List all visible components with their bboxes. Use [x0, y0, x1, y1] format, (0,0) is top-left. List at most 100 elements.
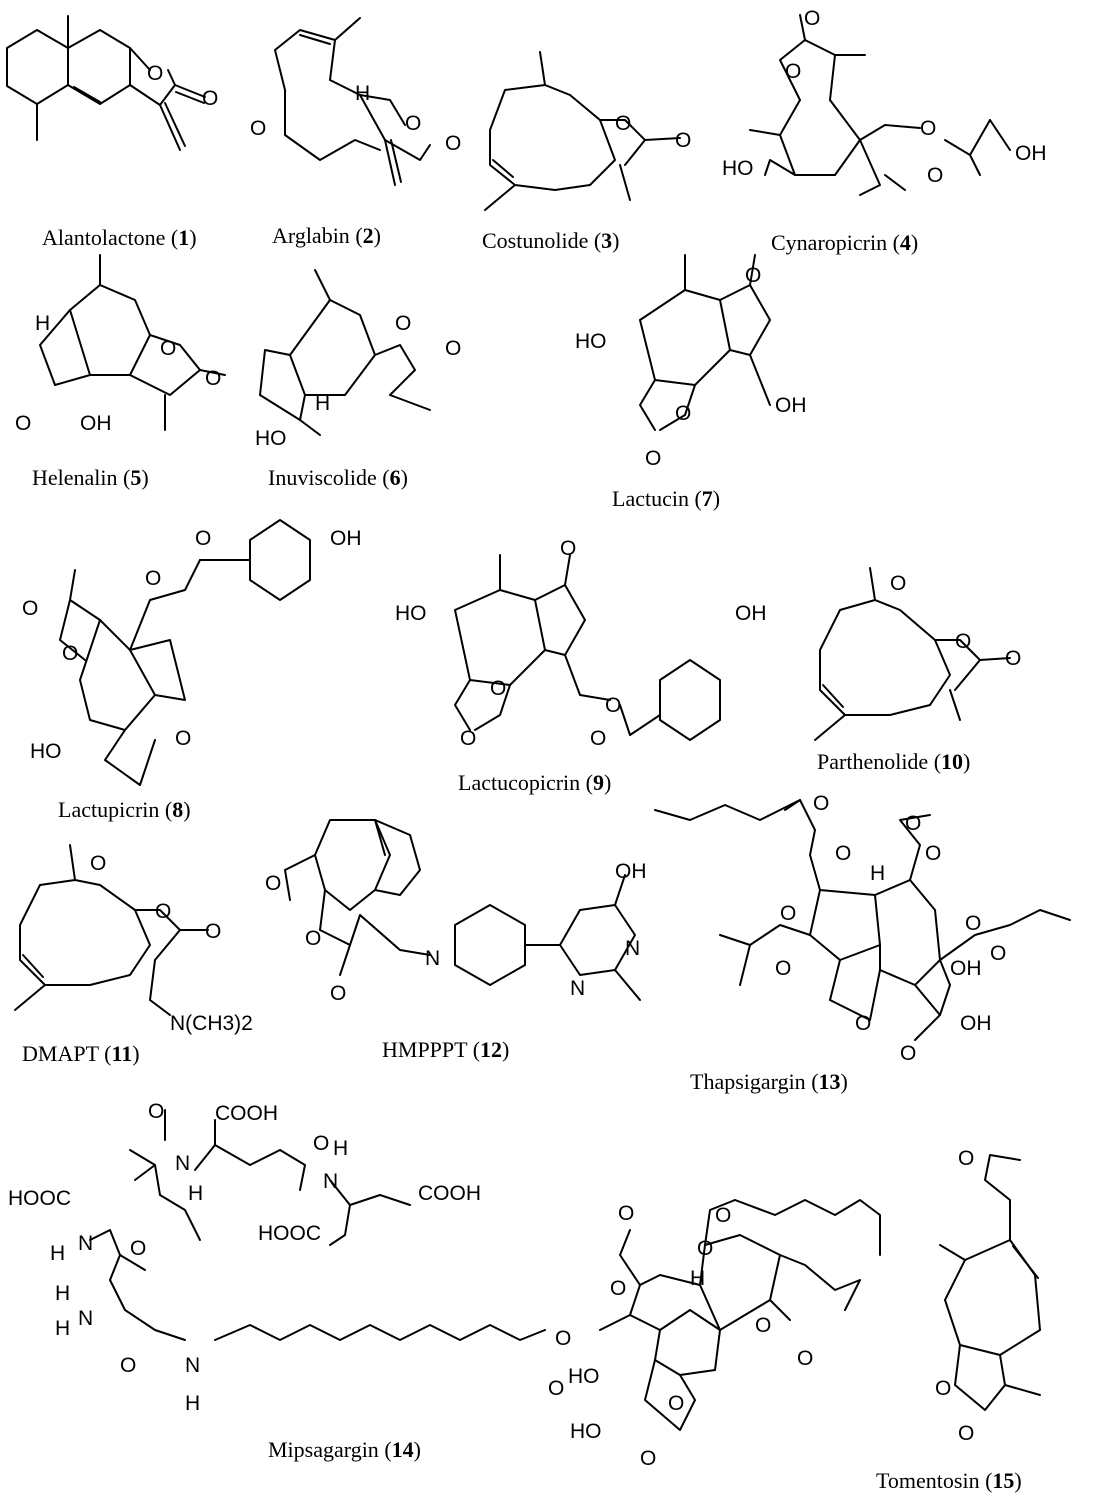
- atom-n: N: [425, 947, 440, 970]
- structure-mipsagargin: O COOH N H O H N COOH HOOC HOOC H N O H …: [8, 1100, 881, 1470]
- atom-h: H: [690, 1267, 705, 1290]
- atom-h: H: [188, 1182, 203, 1205]
- atom-o: O: [775, 957, 791, 980]
- atom-oh: OH: [1015, 142, 1047, 165]
- atom-h: H: [870, 862, 885, 885]
- atom-o: O: [675, 402, 691, 425]
- atom-o: O: [618, 1202, 634, 1225]
- atom-o: O: [855, 1012, 871, 1035]
- caption-lactucopicrin: Lactucopicrin (9): [458, 770, 612, 795]
- atom-o: O: [797, 1347, 813, 1370]
- structure-dmapt: O O O N(CH3)2: [14, 844, 253, 1035]
- atom-nme2: N(CH3)2: [170, 1012, 253, 1035]
- atom-o: O: [745, 264, 761, 287]
- atom-o: O: [1005, 647, 1021, 670]
- structure-inuviscolide: O O H HO: [255, 269, 461, 450]
- structure-lactucopicrin: HO O O O O O OH: [395, 537, 767, 750]
- structure-alantolactone: O O: [6, 15, 218, 151]
- atom-o: O: [927, 164, 943, 187]
- atom-o: O: [395, 312, 411, 335]
- atom-ho: HO: [722, 157, 754, 180]
- caption-lactupicrin: Lactupicrin (8): [58, 797, 191, 822]
- atom-h: H: [55, 1282, 70, 1305]
- atom-o: O: [15, 412, 31, 435]
- atom-n: N: [78, 1232, 93, 1255]
- atom-o: O: [780, 902, 796, 925]
- atom-o: O: [958, 1422, 974, 1445]
- atom-o: O: [990, 942, 1006, 965]
- caption-lactucin: Lactucin (7): [612, 486, 721, 511]
- atom-oh: OH: [735, 602, 767, 625]
- atom-o: O: [965, 912, 981, 935]
- atom-oh: OH: [775, 394, 807, 417]
- caption-cynaropicrin: Cynaropicrin (4): [771, 230, 919, 255]
- atom-o: O: [900, 1042, 916, 1065]
- atom-o: O: [958, 1147, 974, 1170]
- atom-o: O: [90, 852, 106, 875]
- structure-lactupicrin: O O O O OH HO O: [22, 519, 362, 786]
- caption-parthenolide: Parthenolide (10): [817, 749, 971, 774]
- atom-h: H: [355, 82, 370, 105]
- atom-o: O: [668, 1392, 684, 1415]
- atom-o: O: [205, 367, 221, 390]
- atom-o: O: [605, 694, 621, 717]
- atom-o: O: [145, 567, 161, 590]
- atom-o: O: [560, 537, 576, 560]
- caption-helenalin: Helenalin (5): [32, 465, 149, 490]
- caption-costunolide: Costunolide (3): [482, 228, 620, 253]
- atom-o: O: [313, 1132, 329, 1155]
- atom-o: O: [330, 982, 346, 1005]
- atom-hooc: HOOC: [8, 1187, 71, 1210]
- atom-o: O: [490, 677, 506, 700]
- structure-tomentosin: O O O: [935, 1147, 1041, 1445]
- atom-o: O: [155, 900, 171, 923]
- atom-cooh: COOH: [215, 1102, 278, 1125]
- atom-oh: OH: [615, 860, 647, 883]
- atom-o: O: [22, 597, 38, 620]
- atom-o: O: [62, 642, 78, 665]
- caption-dmapt: DMAPT (11): [22, 1041, 140, 1066]
- atom-ho: HO: [255, 427, 287, 450]
- atom-o: O: [460, 727, 476, 750]
- atom-ho: HO: [570, 1420, 602, 1443]
- caption-thapsigargin: Thapsigargin (13): [690, 1069, 848, 1094]
- atom-o: O: [555, 1327, 571, 1350]
- atom-o: O: [935, 1377, 951, 1400]
- atom-o: O: [640, 1447, 656, 1470]
- atom-o: O: [590, 727, 606, 750]
- atom-o: O: [890, 572, 906, 595]
- atom-h: H: [185, 1392, 200, 1415]
- atom-n: N: [323, 1170, 338, 1193]
- structure-cynaropicrin: O O HO O O OH: [722, 7, 1047, 196]
- atom-n: N: [570, 977, 585, 1000]
- atom-o: O: [305, 927, 321, 950]
- atom-o: O: [925, 842, 941, 865]
- atom-h: H: [315, 392, 330, 415]
- atom-ho: HO: [568, 1365, 600, 1388]
- atom-o: O: [615, 112, 631, 135]
- atom-n: N: [185, 1354, 200, 1377]
- atom-o: O: [548, 1377, 564, 1400]
- caption-arglabin: Arglabin (2): [272, 223, 381, 248]
- atom-oh: OH: [950, 957, 982, 980]
- caption-tomentosin: Tomentosin (15): [876, 1468, 1022, 1493]
- atom-o: O: [160, 337, 176, 360]
- structure-costunolide: O O: [484, 51, 691, 211]
- caption-inuviscolide: Inuviscolide (6): [268, 465, 408, 490]
- atom-oh: OH: [330, 527, 362, 550]
- caption-alantolactone: Alantolactone (1): [42, 225, 197, 250]
- structure-hmpppt: O O O N N N OH: [265, 819, 647, 1005]
- caption-mipsagargin: Mipsagargin (14): [268, 1437, 421, 1462]
- atom-ho: HO: [395, 602, 427, 625]
- structure-thapsigargin: O O H O O O O O O OH OH O O: [654, 792, 1071, 1065]
- atom-hooc: HOOC: [258, 1222, 321, 1245]
- atom-ho: HO: [30, 740, 62, 763]
- atom-n: N: [625, 937, 640, 960]
- atom-o: O: [645, 447, 661, 470]
- structure-lactucin: HO O O O OH: [575, 254, 807, 470]
- atom-o: O: [445, 132, 461, 155]
- atom-ho: HO: [575, 330, 607, 353]
- atom-o: O: [250, 117, 266, 140]
- atom-o: O: [675, 129, 691, 152]
